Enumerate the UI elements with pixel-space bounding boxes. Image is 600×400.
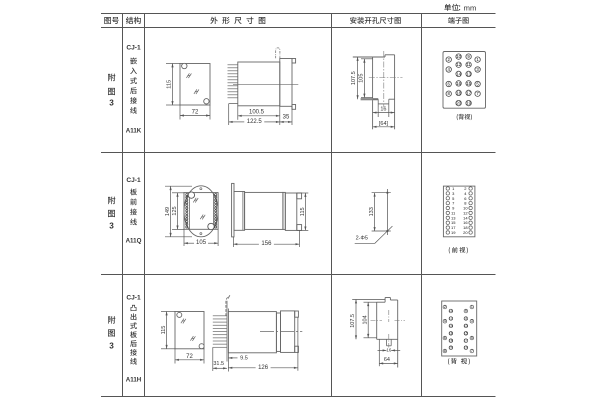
svg-text:8: 8 xyxy=(448,91,451,96)
svg-text:6: 6 xyxy=(444,336,446,340)
svg-text:5: 5 xyxy=(476,82,479,87)
svg-text:18: 18 xyxy=(449,339,453,343)
svg-text:107.5: 107.5 xyxy=(351,71,357,85)
svg-text:105: 105 xyxy=(359,74,365,83)
svg-text:10: 10 xyxy=(456,54,461,59)
svg-text:105: 105 xyxy=(196,240,207,246)
svg-text:13: 13 xyxy=(464,324,468,328)
svg-text:5: 5 xyxy=(471,336,473,340)
svg-text:13: 13 xyxy=(466,71,471,76)
svg-text:16: 16 xyxy=(456,81,461,86)
svg-text:10: 10 xyxy=(463,206,468,211)
svg-text:mm: mm xyxy=(464,4,477,13)
svg-text:14: 14 xyxy=(463,215,468,220)
svg-text:17: 17 xyxy=(464,339,468,343)
svg-text:16: 16 xyxy=(449,331,453,335)
svg-text:20: 20 xyxy=(456,101,461,106)
svg-text:12: 12 xyxy=(449,317,453,321)
svg-text:31.5: 31.5 xyxy=(213,361,224,367)
svg-text:11: 11 xyxy=(451,210,456,215)
svg-text:11: 11 xyxy=(466,62,471,67)
svg-text:4: 4 xyxy=(444,319,446,323)
svg-text:A11H: A11H xyxy=(126,377,142,384)
svg-text:2-Φ5: 2-Φ5 xyxy=(356,236,368,242)
svg-text:9: 9 xyxy=(465,309,467,313)
svg-text:100.5: 100.5 xyxy=(249,110,265,116)
svg-text:3: 3 xyxy=(109,342,114,351)
svg-text:CJ-1: CJ-1 xyxy=(126,295,141,302)
svg-text:115: 115 xyxy=(161,326,167,335)
svg-text:122.5: 122.5 xyxy=(247,119,263,125)
svg-text:CJ-1: CJ-1 xyxy=(126,45,141,52)
svg-text:133: 133 xyxy=(369,207,375,216)
svg-text:2: 2 xyxy=(464,186,467,191)
svg-text:64: 64 xyxy=(384,357,390,363)
svg-text:A11K: A11K xyxy=(126,128,142,135)
svg-text:13: 13 xyxy=(451,215,456,220)
svg-text:3: 3 xyxy=(109,99,114,108)
svg-text:[64]: [64] xyxy=(379,121,389,127)
svg-text:9: 9 xyxy=(452,206,455,211)
svg-text:156: 156 xyxy=(261,241,272,247)
svg-text:3: 3 xyxy=(452,191,455,196)
svg-text:20: 20 xyxy=(449,346,453,350)
svg-text:12: 12 xyxy=(463,210,468,215)
svg-text:125: 125 xyxy=(172,206,178,215)
svg-text:115: 115 xyxy=(300,207,306,216)
svg-text:19: 19 xyxy=(464,346,468,350)
svg-text:3: 3 xyxy=(471,319,473,323)
svg-text:CJ-1: CJ-1 xyxy=(126,177,141,184)
svg-text:115: 115 xyxy=(166,80,172,89)
svg-text:72: 72 xyxy=(192,109,199,115)
svg-text:107.5: 107.5 xyxy=(350,314,356,328)
svg-text:72: 72 xyxy=(186,354,193,360)
svg-text:2: 2 xyxy=(448,57,451,62)
svg-text:15: 15 xyxy=(466,81,471,86)
svg-text:16: 16 xyxy=(380,107,386,113)
svg-text:3: 3 xyxy=(109,222,114,231)
svg-text:3: 3 xyxy=(476,67,479,72)
svg-text:1: 1 xyxy=(476,57,479,62)
svg-text:14: 14 xyxy=(449,324,453,328)
svg-text:8: 8 xyxy=(464,201,467,206)
svg-text:35: 35 xyxy=(283,115,290,121)
svg-text:15: 15 xyxy=(464,331,468,335)
svg-text:126: 126 xyxy=(258,365,269,371)
svg-text:17: 17 xyxy=(466,90,471,95)
svg-text:17: 17 xyxy=(451,225,456,230)
svg-text:2: 2 xyxy=(444,305,446,309)
svg-text:9: 9 xyxy=(467,54,470,59)
svg-text:8: 8 xyxy=(444,349,446,353)
svg-text:7: 7 xyxy=(476,91,479,96)
svg-text:14: 14 xyxy=(456,71,461,76)
svg-text:16: 16 xyxy=(463,220,468,225)
svg-text:5: 5 xyxy=(452,196,455,201)
svg-text:104: 104 xyxy=(362,315,368,324)
svg-text:4: 4 xyxy=(448,67,451,72)
svg-text:149: 149 xyxy=(165,207,171,216)
svg-text:18: 18 xyxy=(456,90,461,95)
svg-text:4: 4 xyxy=(464,191,467,196)
svg-text:15: 15 xyxy=(451,220,456,225)
svg-text:11: 11 xyxy=(464,317,468,321)
svg-text:6: 6 xyxy=(448,82,451,87)
svg-text:7: 7 xyxy=(471,349,473,353)
svg-text:20: 20 xyxy=(463,230,468,235)
svg-text:18: 18 xyxy=(463,225,468,230)
svg-text:12: 12 xyxy=(456,62,461,67)
svg-text:7: 7 xyxy=(452,201,455,206)
svg-text:A11Q: A11Q xyxy=(126,238,142,245)
svg-text:16: 16 xyxy=(386,348,392,353)
svg-text:9.5: 9.5 xyxy=(240,355,248,361)
svg-text:10: 10 xyxy=(449,309,453,313)
svg-text:1: 1 xyxy=(471,305,473,309)
svg-text:19: 19 xyxy=(466,101,471,106)
svg-text:6: 6 xyxy=(464,196,467,201)
svg-text:1: 1 xyxy=(452,186,455,191)
svg-text:19: 19 xyxy=(451,230,456,235)
